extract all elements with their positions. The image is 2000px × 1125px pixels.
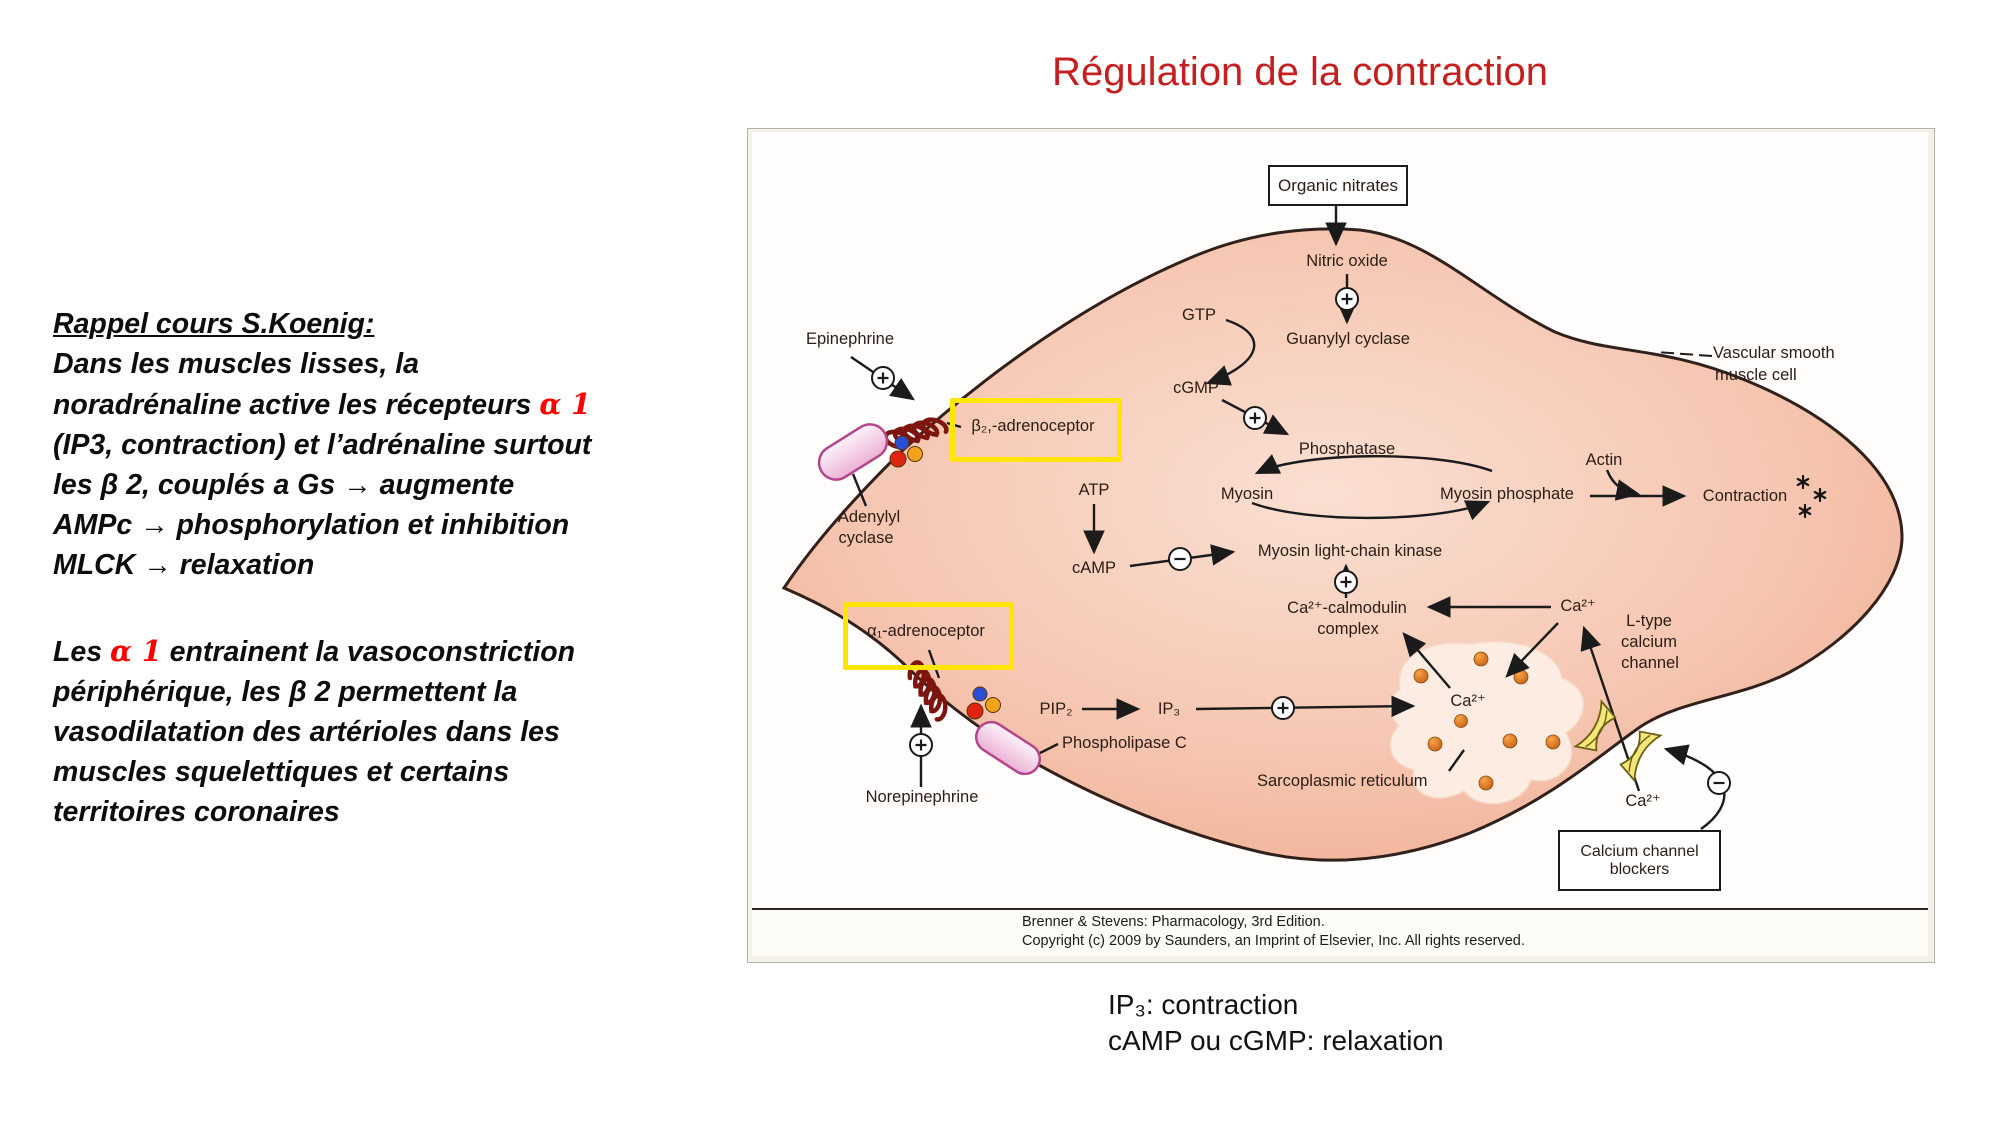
epinephrine-label: Epinephrine [805, 330, 895, 348]
notes-line: AMPc → phosphorylation et inhibition [53, 509, 570, 541]
notes-line: Les α 1 entrainent la vasoconstriction [53, 631, 753, 672]
adenylyl-cyclase-label-line2: cyclase [838, 529, 894, 547]
ltype-channel-label-line1: L-type [1626, 612, 1672, 630]
notes-line: les β 2, couplés a Gs → augmente [53, 469, 515, 501]
ltype-channel-label-line2: calcium [1621, 633, 1677, 651]
actin-label: Actin [1585, 451, 1623, 469]
notes-line: noradrénaline active les récepteurs α 1 [53, 384, 753, 425]
alpha1-accent: α 1 [539, 387, 591, 421]
notes-text: entrainent la vasoconstriction [161, 636, 576, 668]
sarcoplasmic-reticulum-label: Sarcoplasmic reticulum [1257, 772, 1428, 790]
calcium-channel-blockers-box: Calcium channel blockers [1558, 830, 1721, 891]
notes-paragraph-2: Les α 1 entrainent la vasoconstriction p… [53, 631, 753, 832]
adenylyl-cyclase-label-line1: Adenylyl [837, 508, 901, 526]
notes-line: vasodilatation des artérioles dans les [53, 716, 560, 748]
mlck-label: Myosin light-chain kinase [1257, 542, 1443, 560]
calcium-label-sr: Ca²⁺ [1450, 692, 1486, 710]
notes-line: muscles squelettiques et certains [53, 756, 510, 788]
vascular-cell-label-line1: Vascular smooth [1713, 344, 1835, 362]
myosin-label: Myosin [1220, 485, 1274, 503]
organic-nitrates-box: Organic nitrates [1268, 165, 1408, 206]
guanylyl-cyclase-label: Guanylyl cyclase [1286, 330, 1410, 348]
notes-line: territoires coronaires [53, 796, 340, 828]
notes-heading: Rappel cours S.Koenig: [53, 308, 375, 340]
footer-ip3-line: IP₃: contraction [1108, 989, 1299, 1020]
alpha1-accent: α 1 [110, 634, 162, 668]
notes-line: Dans les muscles lisses, la [53, 348, 419, 380]
beta2-adrenoceptor-label: β₂,-adrenoceptor [971, 417, 1095, 435]
notes-line: périphérique, les β 2 permettent la [53, 676, 518, 708]
page-title: Régulation de la contraction [1052, 50, 1548, 94]
notes-text: Les [53, 636, 111, 668]
nitric-oxide-label: Nitric oxide [1306, 252, 1388, 270]
atp-label: ATP [1078, 481, 1110, 499]
contraction-label: Contraction [1702, 487, 1788, 505]
vascular-cell-label-line2: muscle cell [1715, 366, 1797, 384]
cgmp-label: cGMP [1173, 379, 1219, 397]
calcium-blockers-label-line2: blockers [1609, 860, 1670, 878]
phosphatase-label: Phosphatase [1298, 440, 1396, 458]
calcium-label-cytosol: Ca²⁺ [1560, 597, 1596, 615]
ip3-label: IP₃ [1157, 700, 1181, 718]
figure-caption-line2: Copyright (c) 2009 by Saunders, an Impri… [1022, 933, 1525, 949]
organic-nitrates-label: Organic nitrates [1278, 175, 1398, 195]
ltype-channel-label-line3: channel [1621, 654, 1679, 672]
alpha1-adrenoceptor-label: α₁-adrenoceptor [867, 622, 985, 640]
footer-camp-line: cAMP ou cGMP: relaxation [1108, 1025, 1444, 1056]
camp-label: cAMP [1071, 559, 1117, 577]
ca-calmodulin-label-line1: Ca²⁺-calmodulin [1287, 599, 1407, 617]
gtp-label: GTP [1182, 306, 1216, 324]
myosin-phosphate-label: Myosin phosphate [1440, 485, 1574, 503]
phospholipase-c-label: Phospholipase C [1062, 734, 1187, 752]
calcium-blockers-label-line1: Calcium channel [1580, 842, 1699, 860]
lecture-notes: Rappel cours S.Koenig: Dans les muscles … [53, 304, 753, 832]
norepinephrine-label: Norepinephrine [865, 788, 979, 806]
figure-caption-line1: Brenner & Stevens: Pharmacology, 3rd Edi… [1022, 914, 1325, 930]
notes-line: (IP3, contraction) et l’adrénaline surto… [53, 429, 592, 461]
calcium-label-extracellular: Ca²⁺ [1625, 792, 1661, 810]
pip2-label: PIP₂ [1039, 700, 1073, 718]
figure-caption-strip [752, 910, 1928, 956]
ca-calmodulin-label-line2: complex [1317, 620, 1379, 638]
notes-line: MLCK → relaxation [53, 549, 315, 581]
notes-text: noradrénaline active les récepteurs [53, 389, 540, 421]
